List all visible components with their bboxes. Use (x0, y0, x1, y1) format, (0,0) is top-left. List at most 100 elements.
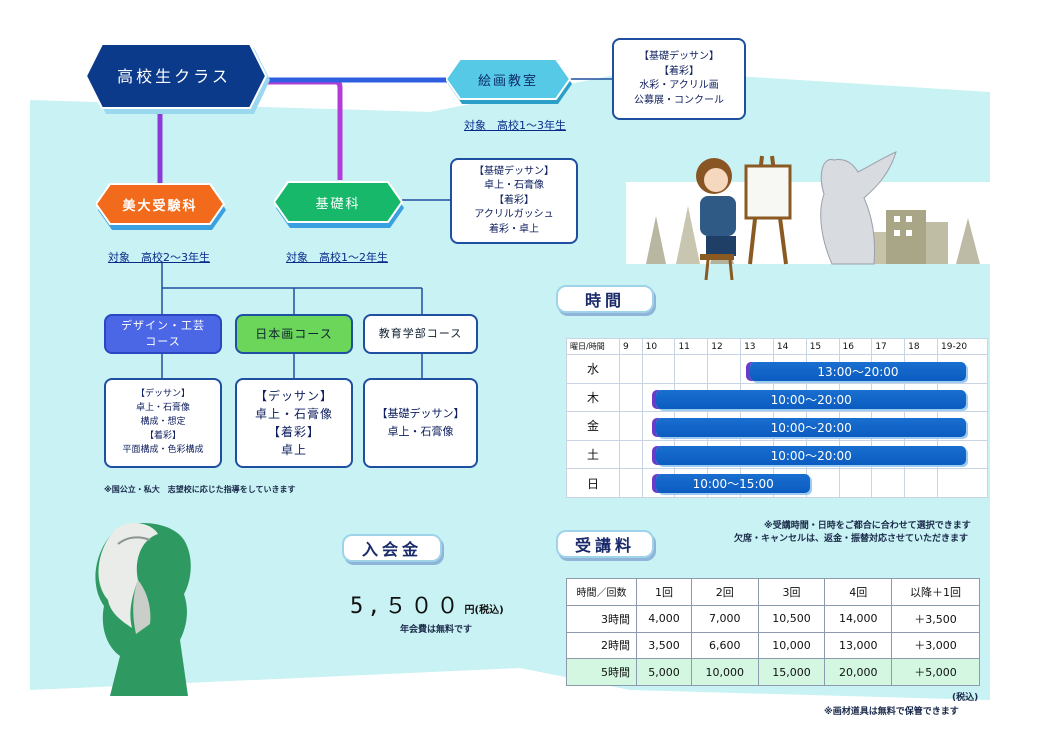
course-note: ※国公立・私大 志望校に応じた指導をしていきます (104, 485, 296, 494)
fee-tax: (税込) (952, 693, 979, 703)
fee-cell: ＋3,000 (891, 631, 980, 660)
kiso-info-line: 【基礎デッサン】 (474, 165, 554, 177)
schedule-note-1: ※受講時間・日時をご都合に合わせて選択できます (764, 521, 971, 531)
kaiga-info-line: 【基礎デッサン】 (639, 51, 719, 62)
schedule-note-2: 欠席・キャンセルは、返金・振替対応させていただきます (734, 534, 969, 544)
hour-header: 10 (641, 338, 676, 355)
schedule-corner: 曜日/時間 (566, 338, 620, 355)
bidai-target: 対象 高校2～3年生 (108, 251, 210, 264)
kiso-target: 対象 高校1～2年生 (286, 251, 388, 264)
fee-cell: 7,000 (690, 604, 759, 633)
fee-title: 受講料 (556, 530, 654, 558)
fee-cell: 4,000 (636, 604, 692, 633)
kaiga-info-line: 水彩・アクリル画 (639, 80, 719, 91)
course-nihonga[interactable]: 日本画コース (235, 314, 353, 354)
fee-table: 時間／回数 1回 2回 3回 4回 以降＋1回 3時間 4,000 7,000 … (566, 578, 980, 686)
fee-cell: 3,500 (636, 631, 692, 660)
kaiga-info-line: 公募展・コンクール (634, 94, 724, 106)
course-nihonga-details: 【デッサン】 卓上・石膏像 【着彩】 卓上 (235, 378, 353, 468)
course-kyoiku-details: 【基礎デッサン】 卓上・石膏像 (363, 378, 478, 468)
bidai-node-shape (96, 183, 226, 230)
hour-header: 16 (838, 338, 873, 355)
schedule-bar: 10:00～20:00 (656, 446, 967, 465)
detail-line: 【デッサン】 (135, 389, 190, 400)
kaiga-info-box: 【基礎デッサン】 【着彩】 水彩・アクリル画 公募展・コンクール (612, 38, 746, 120)
kiso-info-box: 【基礎デッサン】 卓上・石膏像 【着彩】 アクリルガッシュ 着彩・卓上 (450, 158, 578, 244)
admission-price: 5,５００ 円(税込) (350, 588, 504, 620)
fee-cell: 15,000 (757, 658, 826, 686)
detail-line: 【着彩】 (267, 425, 320, 439)
kiso-info-line: アクリルガッシュ (474, 209, 554, 221)
admission-title: 入会金 (342, 534, 442, 562)
day-label: 水 (566, 354, 620, 384)
kiso-node[interactable]: 基礎科 (315, 196, 361, 212)
admission-note: 年会費は無料です (400, 625, 473, 635)
kiso-info-line: 卓上・石膏像 (484, 180, 544, 192)
admission-unit: 円(税込) (464, 605, 504, 616)
fee-cell: 13,000 (824, 631, 893, 660)
schedule-bar: 10:00～15:00 (656, 474, 811, 493)
bust-illustration (95, 522, 191, 696)
fee-cell: ＋3,500 (891, 604, 980, 633)
hour-header: 11 (674, 338, 709, 355)
day-label: 金 (566, 411, 620, 441)
main-node[interactable]: 高校生クラス (117, 67, 231, 86)
hour-header: 17 (871, 338, 906, 355)
hour-header: 13 (740, 338, 774, 355)
course-kyoiku[interactable]: 教育学部コース (363, 314, 478, 354)
painter-illustration (626, 151, 994, 281)
detail-line: 【デッサン】 (254, 389, 333, 403)
fee-cell: 10,000 (757, 631, 826, 660)
fee-cell: ＋5,000 (891, 658, 980, 686)
schedule-bar: 13:00～20:00 (749, 362, 967, 381)
detail-line: 卓上・石膏像 (387, 425, 454, 438)
fee-header: 以降＋1回 (891, 578, 980, 606)
fee-cell: 20,000 (824, 658, 893, 686)
fee-row-label: 5時間 (566, 658, 637, 686)
fee-cell: 10,500 (757, 604, 826, 633)
kaiga-node-shape (446, 58, 572, 104)
kaiga-info-line: 【着彩】 (659, 65, 699, 77)
kaiga-target: 対象 高校1～3年生 (464, 119, 566, 132)
fee-header: 3回 (757, 578, 826, 606)
fee-header: 1回 (636, 578, 692, 606)
detail-line: 【基礎デッサン】 (376, 407, 465, 421)
kaiga-node[interactable]: 絵画教室 (477, 73, 538, 89)
course-design[interactable]: デザイン・工芸 コース (104, 314, 222, 354)
detail-line: 卓上・石膏像 (135, 403, 190, 414)
fee-cell: 14,000 (824, 604, 893, 633)
detail-line: 平面構成・色彩構成 (122, 444, 204, 455)
main-node-shape (84, 43, 270, 114)
detail-line: 卓上・石膏像 (254, 407, 333, 421)
bidai-node[interactable]: 美大受験科 (122, 198, 198, 214)
fee-cell: 5,000 (636, 658, 692, 686)
fee-note: ※画材道具は無料で保管できます (824, 707, 959, 717)
day-label: 木 (566, 382, 620, 413)
schedule-title: 時間 (556, 285, 654, 313)
hour-header: 19-20 (937, 338, 988, 355)
day-label: 土 (566, 439, 620, 470)
schedule-bar: 10:00～20:00 (656, 390, 967, 409)
schedule-table: 曜日/時間 9 10 11 12 13 14 15 16 17 18 19-20… (566, 338, 988, 498)
course-design-details: 【デッサン】 卓上・石膏像 構成・想定 【着彩】 平面構成・色彩構成 (104, 378, 222, 468)
kiso-info-line: 着彩・卓上 (489, 223, 539, 235)
kiso-node-shape (274, 181, 404, 228)
fee-header: 4回 (824, 578, 893, 606)
fee-cell: 10,000 (690, 658, 759, 686)
detail-line: 構成・想定 (140, 417, 186, 428)
hour-header: 14 (772, 338, 807, 355)
fee-header: 時間／回数 (566, 578, 637, 606)
fee-header: 2回 (690, 578, 759, 606)
fee-row-label: 2時間 (566, 631, 637, 660)
day-label: 日 (566, 468, 620, 498)
hour-header: 9 (619, 338, 643, 355)
hour-header: 18 (904, 338, 938, 355)
detail-line: 卓上 (280, 443, 307, 457)
hour-header: 12 (707, 338, 742, 355)
detail-line: 【着彩】 (144, 430, 181, 441)
admission-amount: 5,５００ (350, 594, 463, 619)
kiso-info-line: 【着彩】 (494, 194, 534, 206)
fee-row-label: 3時間 (566, 604, 637, 633)
hour-header: 15 (805, 338, 840, 355)
fee-cell: 6,600 (690, 631, 759, 660)
